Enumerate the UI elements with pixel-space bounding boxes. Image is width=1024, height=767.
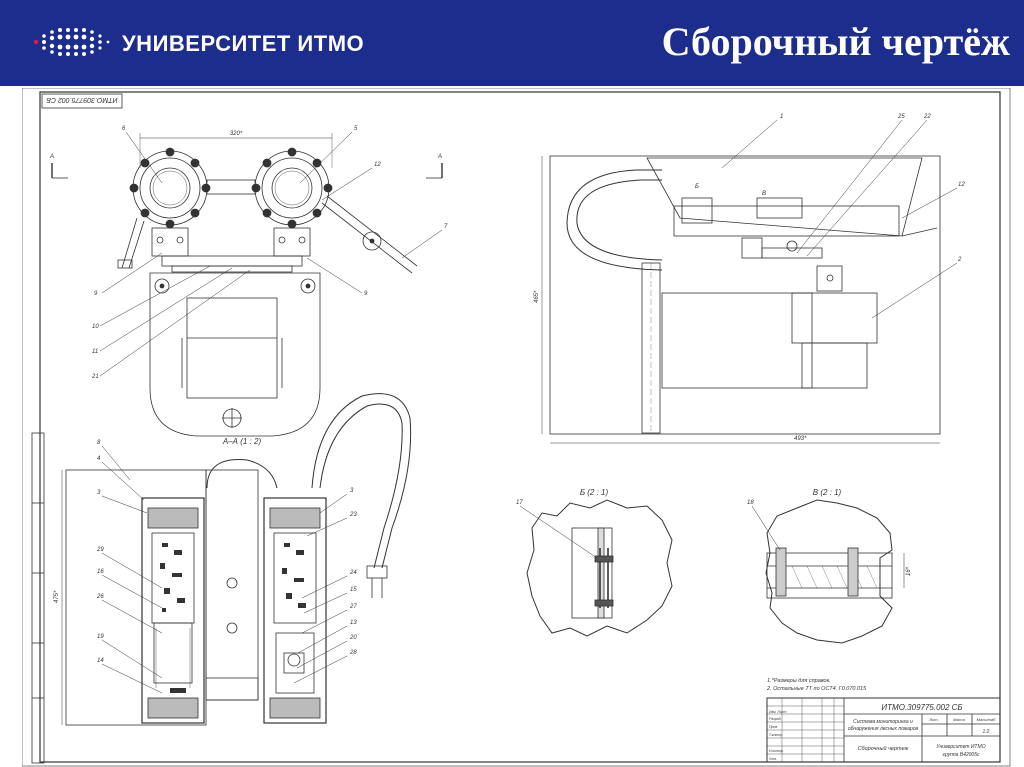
callout-1: 1 — [780, 114, 783, 120]
callout-4: 4 — [97, 456, 101, 462]
callout-14: 14 — [97, 658, 104, 664]
callout-3b: 3 — [350, 488, 354, 494]
note-2: 2. Остальные ТТ по ОСТ4. Г0.070.015 — [766, 686, 867, 692]
callout-25: 25 — [897, 114, 905, 120]
tb-org-2: группа В42005с — [943, 752, 980, 758]
tb-row-nkontr: Н.контр. — [769, 749, 784, 753]
tb-name-1: Система мониторинга и — [853, 719, 913, 725]
callout-5: 5 — [354, 126, 358, 132]
tb-row-razrab: Разраб. — [769, 717, 782, 721]
callout-13: 13 — [350, 620, 357, 626]
detail-b-view: Б (2 : 1) 17 — [516, 488, 673, 637]
callout-7: 7 — [444, 224, 448, 230]
brand-name: УНИВЕРСИТЕТ ИТМО — [122, 31, 365, 56]
tb-col-lit: Лит. — [928, 717, 938, 722]
tb-code: ИТМО.309775.002 СБ — [881, 703, 962, 712]
side-view: Б В 493* 465* — [534, 114, 965, 444]
slide-header: УНИВЕРСИТЕТ ИТМО Сборочный чертёж — [0, 0, 1024, 86]
slide-title: Сборочный чертёж — [661, 19, 1010, 64]
itmo-dots-logo — [33, 28, 110, 56]
drawing-sheet: ИТМО.309775.002 СБ 320* A A — [22, 88, 1012, 767]
callout-28: 28 — [349, 650, 357, 656]
front-view: 320* A A — [49, 126, 448, 437]
tb-col-mass: Масса — [953, 717, 966, 722]
doc-code-rotated: ИТМО.309775.002 СБ — [46, 96, 118, 103]
callout-17: 17 — [516, 500, 523, 506]
dim-height: 465* — [534, 290, 540, 303]
callout-19: 19 — [97, 634, 104, 640]
callout-8: 8 — [97, 440, 101, 446]
tb-row-utv: Утв. — [769, 757, 777, 761]
callout-20: 20 — [349, 635, 357, 641]
tb-col-scale: Масштаб — [977, 717, 996, 722]
callout-15: 15 — [350, 587, 357, 593]
callout-26: 26 — [96, 594, 104, 600]
callout-16: 16 — [97, 569, 104, 575]
dim-height-left: 475* — [54, 590, 60, 603]
tb-row-izm: Изм. Лист — [769, 710, 787, 714]
callout-3: 3 — [97, 490, 101, 496]
callout-18: 18 — [747, 500, 754, 506]
tb-row-prov: Пров. — [769, 725, 778, 729]
svg-text:В: В — [762, 191, 766, 197]
svg-text:A: A — [437, 154, 442, 160]
callout-11: 11 — [92, 349, 98, 355]
dim-width: 320* — [230, 131, 243, 137]
svg-text:A: A — [49, 154, 54, 160]
dim-detail: 16* — [906, 566, 912, 576]
callout-12-right: 12 — [958, 182, 965, 188]
section-view: А–А (1 : 2) — [54, 393, 412, 726]
tb-row-tkontr: Т.контр. — [769, 733, 783, 737]
assembly-drawing: ИТМО.309775.002 СБ 320* A A — [22, 88, 1011, 767]
callout-27: 27 — [349, 604, 357, 610]
title-block: ИТМО.309775.002 СБ Система мониторинга и… — [766, 697, 1001, 763]
tb-org-1: Университет ИТМО — [936, 744, 985, 750]
svg-text:Б: Б — [695, 184, 699, 190]
callout-9b: 9 — [364, 291, 368, 297]
callout-21: 21 — [91, 374, 99, 380]
detail-v-label: В (2 : 1) — [813, 488, 842, 497]
callout-6: 6 — [122, 126, 126, 132]
callout-29: 29 — [96, 547, 104, 553]
tb-name-2: обнаружения лесных пожаров — [848, 726, 919, 732]
callout-2: 2 — [957, 257, 962, 263]
section-label: А–А (1 : 2) — [222, 437, 262, 446]
callout-9a: 9 — [94, 291, 98, 297]
detail-v-view: В (2 : 1) 16* 18 — [747, 488, 912, 644]
dim-length: 493* — [794, 436, 807, 442]
note-1: 1.*Размеры для справок. — [767, 678, 831, 684]
detail-b-label: Б (2 : 1) — [580, 488, 609, 497]
callout-12: 12 — [374, 162, 381, 168]
tb-doc-type: Сборочный чертеж — [858, 745, 909, 752]
tb-scale: 1:2 — [983, 729, 990, 735]
callout-22: 22 — [923, 114, 931, 120]
callout-23: 23 — [349, 512, 357, 518]
callout-10: 10 — [92, 324, 99, 330]
callout-24: 24 — [349, 570, 357, 576]
